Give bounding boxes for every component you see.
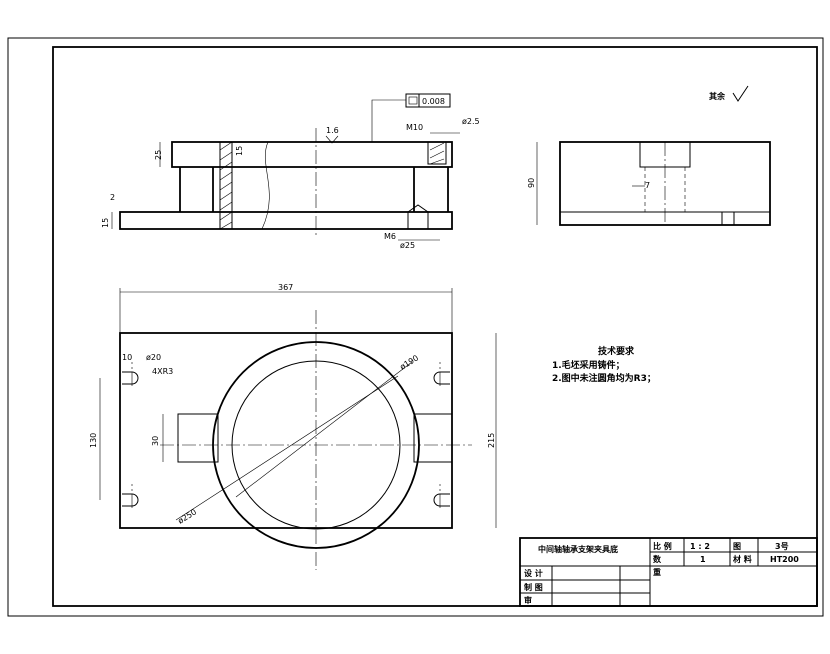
notes-title: 技术要求 (598, 345, 635, 357)
hole-note: 4XR3 (152, 367, 173, 376)
dim-90: 90 (527, 178, 536, 188)
dim-2: 2 (110, 193, 115, 202)
qty-value: 1 (700, 555, 706, 564)
scale-value: 1 : 2 (690, 542, 710, 551)
inner-border (52, 46, 818, 607)
scale-label: 比 例 (653, 541, 672, 551)
dim-d-outer: ø250 (176, 507, 198, 525)
dim-30: 30 (151, 436, 160, 446)
dim-d25-top: ø2.5 (462, 117, 480, 126)
weight-label: 重 (653, 567, 661, 577)
dim-215: 215 (487, 433, 496, 448)
side-view: 90 7 (527, 141, 771, 226)
dim-25: 25 (154, 150, 163, 160)
material-label: 材 料 (733, 554, 752, 564)
flatness-tolerance: 0.008 (422, 97, 445, 106)
dim-130: 130 (89, 433, 98, 448)
dim-15a: 15 (235, 146, 244, 156)
dim-10: 10 (122, 353, 132, 362)
review-label: 审 (524, 595, 532, 605)
surface-finish-label: 其余 (709, 91, 726, 101)
top-view: 367 10 ø20 4XR3 130 30 215 ø250 ø190 (89, 283, 497, 570)
note-2: 2.图中未注圆角均为R3； (552, 372, 656, 384)
roughness-top: 1.6 (326, 126, 339, 135)
title-block: 中间轴轴承支架夹具底 比 例 1 : 2 图 3号 数 1 材 料 HT200 … (519, 537, 818, 607)
technical-notes: 技术要求 1.毛坯采用铸件； 2.图中未注圆角均为R3； (552, 345, 656, 384)
design-label: 设 计 (524, 568, 543, 578)
dim-r2: ø20 (146, 353, 161, 362)
draw-label: 制 图 (524, 582, 543, 592)
dim-d25-bottom: ø25 (400, 241, 415, 250)
outer-border (7, 37, 824, 617)
qty-label: 数 (653, 554, 662, 564)
drawing-no-value: 3号 (775, 542, 789, 551)
dim-m10: M10 (406, 123, 423, 132)
dim-367: 367 (278, 283, 293, 292)
note-1: 1.毛坯采用铸件； (552, 359, 625, 371)
dim-m6: M6 (384, 232, 396, 241)
material-value: HT200 (770, 555, 799, 564)
front-view: 25 15 2 15 0.008 1.6 M10 ø2.5 M6 ø25 (101, 93, 480, 250)
dim-15b: 15 (101, 218, 110, 228)
part-name: 中间轴轴承支架夹具底 (538, 544, 618, 554)
drawing-no-label: 图 (733, 542, 741, 551)
dim-d-inner: ø190 (398, 353, 420, 371)
dim-7: 7 (645, 181, 650, 190)
surface-finish-symbol (732, 85, 749, 102)
